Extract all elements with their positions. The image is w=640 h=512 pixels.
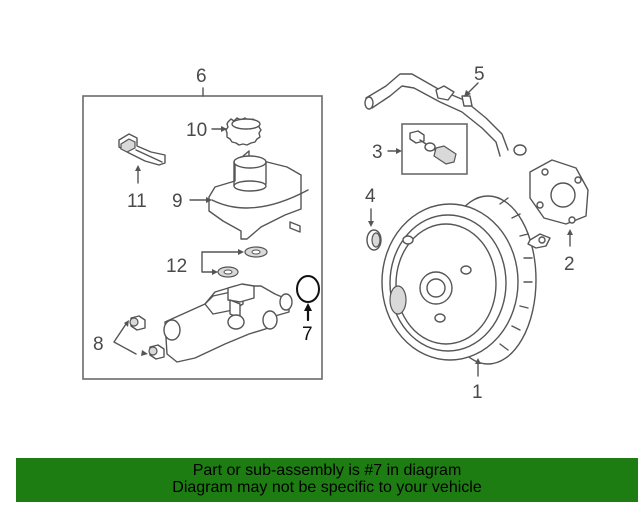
callout-2: 2	[564, 254, 575, 275]
grommets-part-12	[217, 246, 268, 278]
master-cylinder	[163, 283, 293, 363]
banner-line-1: Part or sub-assembly is #7 in diagram	[192, 462, 462, 479]
callout-1: 1	[472, 382, 483, 403]
callout-12-arrowhead-b	[212, 269, 218, 275]
callout-12: 12	[166, 256, 187, 277]
banner-line-2: Diagram may not be specific to your vehi…	[172, 479, 482, 496]
callout-9-arrowhead	[206, 197, 212, 203]
callout-10-arrowhead	[221, 126, 227, 132]
callout-8-arrowhead-a	[124, 320, 129, 327]
callout-11: 11	[127, 191, 147, 212]
callout-8-arrowhead-b	[141, 350, 148, 356]
level-sensor-part-11	[118, 133, 166, 166]
callout-7-arrowhead	[304, 303, 312, 311]
brake-booster-part-1	[381, 195, 551, 365]
callout-3-arrowhead	[396, 148, 402, 154]
callout-10: 10	[186, 120, 207, 141]
seal-part-4	[366, 229, 382, 251]
callout-3: 3	[372, 142, 383, 163]
o-ring-part-7	[296, 275, 320, 303]
reservoir-part-9	[208, 150, 309, 240]
callout-4-arrowhead	[368, 221, 374, 227]
callout-12-arrowhead-a	[238, 249, 244, 255]
reservoir-cap-part-10	[225, 117, 262, 146]
callout-5-arrowhead	[464, 90, 471, 97]
callout-8: 8	[93, 334, 104, 355]
callout-7: 7	[302, 324, 313, 345]
callout-5: 5	[474, 64, 485, 85]
seals-part-8	[129, 315, 165, 360]
callout-6: 6	[196, 66, 207, 87]
info-banner: Part or sub-assembly is #7 in diagram Di…	[16, 458, 638, 502]
callout-1-arrowhead	[475, 358, 481, 364]
bolts-part-3	[409, 130, 457, 165]
callout-12-bracket	[201, 251, 243, 273]
callout-2-arrowhead	[567, 229, 573, 235]
callout-9: 9	[172, 191, 183, 212]
callout-4: 4	[365, 186, 376, 207]
callout-11-arrowhead	[135, 165, 141, 171]
vacuum-hose-part-5	[364, 73, 527, 157]
callout-8-lines	[113, 323, 137, 355]
gasket-part-2	[529, 159, 589, 225]
